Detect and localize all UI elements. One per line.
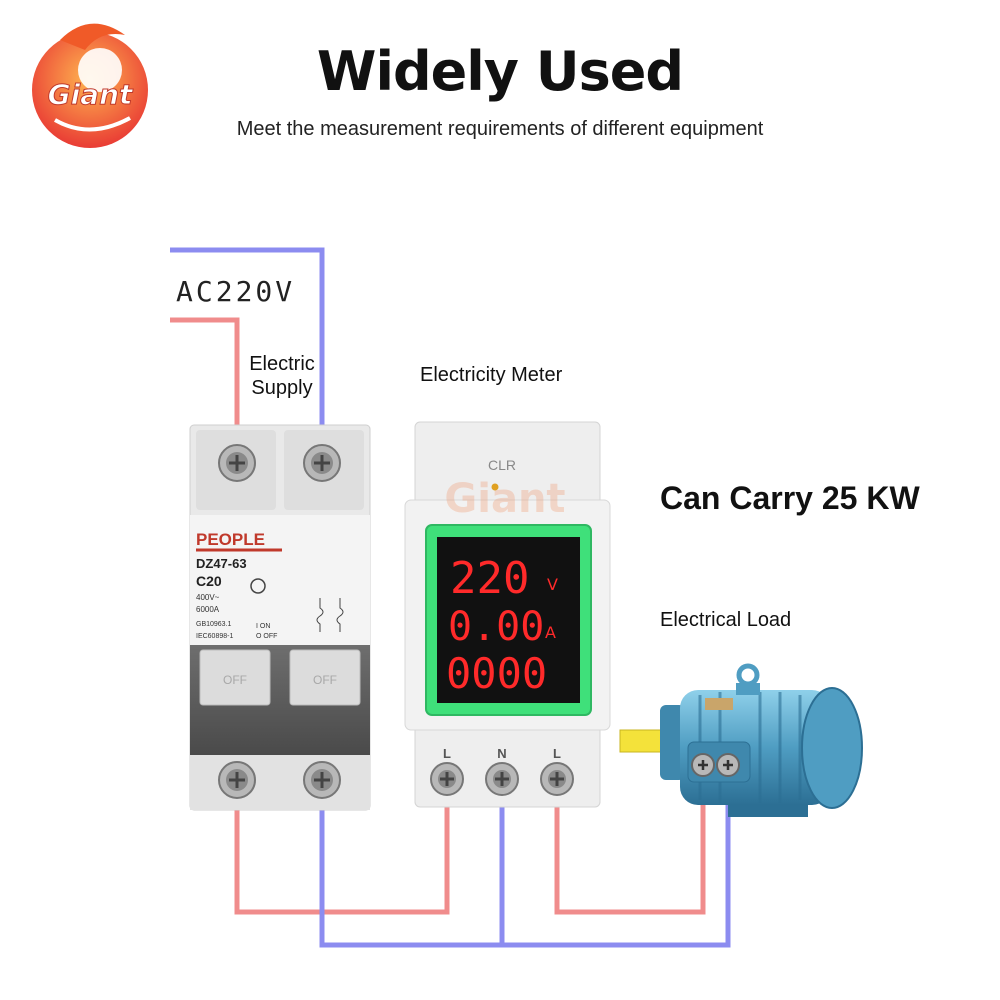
ac-voltage-label: AC220V bbox=[176, 275, 296, 308]
breaker-model: DZ47-63 bbox=[196, 556, 247, 571]
switch-off-label-right: OFF bbox=[313, 673, 337, 687]
meter-terminal-screw-l-out bbox=[540, 762, 574, 796]
electrical-load-label: Electrical Load bbox=[660, 609, 792, 631]
terminal-n-label: N bbox=[497, 746, 506, 761]
terminal-l-out-label: L bbox=[553, 746, 561, 761]
meter-terminal-screw-l-in bbox=[430, 762, 464, 796]
breaker-circuit-symbol-icon bbox=[316, 598, 344, 632]
breaker-brand: PEOPLE bbox=[196, 530, 265, 549]
breaker-standard-2: IEC60898-1 bbox=[196, 633, 233, 640]
breaker-capacity: 6000A bbox=[196, 605, 220, 614]
breaker-voltage: 400V~ bbox=[196, 593, 220, 602]
led-display bbox=[437, 537, 580, 703]
current-reading: 0.00 bbox=[448, 604, 544, 650]
motor-base bbox=[728, 805, 808, 817]
power-reading: 0000 bbox=[446, 649, 547, 698]
output-wires bbox=[234, 775, 731, 948]
capacity-label: Can Carry 25 KW bbox=[660, 480, 920, 516]
motor-nameplate bbox=[705, 698, 733, 710]
terminal-l-in-label: L bbox=[443, 746, 451, 761]
breaker-standard-1: GB10963.1 bbox=[196, 621, 232, 628]
current-unit: A bbox=[545, 623, 556, 642]
meter-terminal-screw-n bbox=[485, 762, 519, 796]
switch-off-label-left: OFF bbox=[223, 673, 247, 687]
input-wires bbox=[170, 247, 325, 425]
breaker-switch-left[interactable]: OFF bbox=[199, 649, 271, 706]
logo-text: Giant bbox=[48, 78, 134, 111]
clr-button-label: CLR bbox=[488, 457, 516, 473]
motor-terminal-screw-live bbox=[691, 753, 715, 777]
breaker-rating: C20 bbox=[196, 573, 222, 589]
electric-supply-label: Electric Supply bbox=[249, 353, 315, 399]
breaker-on-label: I ON bbox=[256, 623, 270, 630]
breaker-switch-right[interactable]: OFF bbox=[289, 649, 361, 706]
page-title: Widely Used bbox=[316, 40, 684, 103]
voltage-unit: V bbox=[547, 575, 558, 594]
motor-shaft bbox=[619, 729, 666, 753]
circuit-breaker: PEOPLE DZ47-63 C20 400V~ 6000A GB10963.1… bbox=[189, 424, 371, 811]
ccc-mark-icon bbox=[250, 578, 266, 594]
electricity-meter-label: Electricity Meter bbox=[420, 364, 563, 386]
electricity-meter: CLR Giant 220 V 0.00 A 0000 L N L bbox=[404, 421, 611, 808]
breaker-off-label: O OFF bbox=[256, 633, 277, 640]
lifting-eye-icon bbox=[736, 663, 760, 687]
top-terminal-screw-right bbox=[303, 444, 341, 482]
watermark-text: Giant bbox=[444, 476, 565, 522]
voltage-reading: 220 bbox=[450, 553, 529, 604]
top-terminal-screw-left bbox=[218, 444, 256, 482]
page-subtitle: Meet the measurement requirements of dif… bbox=[236, 118, 764, 140]
bottom-terminal-screw-left bbox=[218, 761, 256, 799]
bottom-terminal-screw-right bbox=[303, 761, 341, 799]
motor-terminal-screw-neutral bbox=[716, 753, 740, 777]
giant-logo: Giant bbox=[32, 23, 148, 148]
electric-motor bbox=[619, 663, 863, 817]
clr-button[interactable] bbox=[491, 483, 499, 491]
